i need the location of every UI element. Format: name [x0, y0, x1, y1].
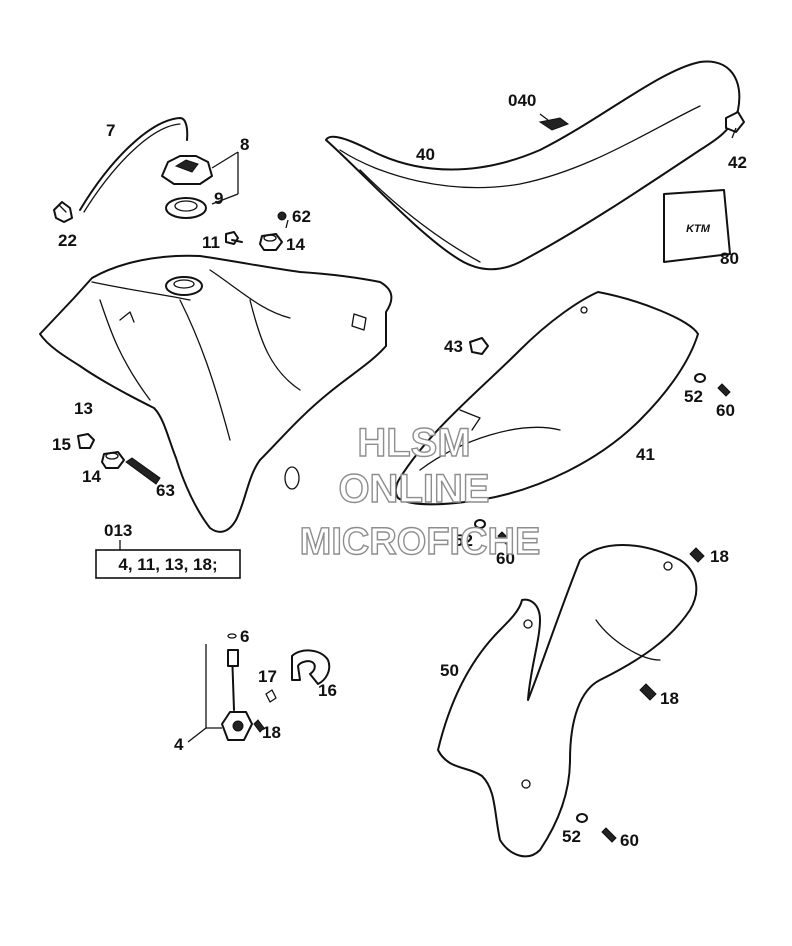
- label-40: 40: [416, 145, 435, 164]
- watermark-line-3: MICROFICHE: [300, 521, 541, 563]
- label-52-a: 52: [684, 387, 703, 406]
- washer-52c: [576, 813, 588, 823]
- label-14-top: 14: [286, 235, 305, 254]
- label-4: 4: [174, 735, 184, 754]
- screw-60b: [497, 531, 511, 545]
- part-labels: 7 8 9 22 11 62 14 040 40 42 80 13 43 52 …: [52, 91, 747, 850]
- leader-lines: [187, 113, 737, 743]
- label-16: 16: [318, 681, 337, 700]
- label-7: 7: [106, 121, 115, 140]
- label-8: 8: [240, 135, 249, 154]
- label-040: 040: [508, 91, 536, 110]
- label-15: 15: [52, 435, 71, 454]
- bushing-14-lower: [101, 451, 125, 469]
- seat-40: [325, 60, 745, 271]
- side-panel-50: [437, 544, 698, 858]
- screw-18c: [639, 683, 657, 701]
- washer-6: [227, 633, 237, 639]
- bushing-14-top: [259, 233, 283, 251]
- watermark-line-2: ONLINE: [338, 467, 489, 511]
- label-11: 11: [202, 233, 220, 252]
- label-52-b: 52: [454, 531, 473, 550]
- fuel-hose-7: [79, 117, 189, 213]
- label-80: 80: [720, 249, 739, 268]
- label-60-b: 60: [496, 549, 515, 568]
- screw-60c: [601, 827, 617, 843]
- ktm-decal-80: KTM: [663, 189, 731, 263]
- cap-gasket-9: [165, 197, 207, 219]
- kit-013: 4, 11, 13, 18;: [95, 540, 241, 579]
- bolt-63: [125, 457, 161, 485]
- side-cover-41: [394, 291, 699, 506]
- label-18-c: 18: [660, 689, 679, 708]
- screw-18a: [689, 547, 705, 563]
- label-60-c: 60: [620, 831, 639, 850]
- label-6: 6: [240, 627, 249, 646]
- label-60-a: 60: [716, 401, 735, 420]
- label-50: 50: [440, 661, 459, 680]
- hose-16: [291, 649, 331, 685]
- label-18-b: 18: [262, 723, 281, 742]
- label-14-lower: 14: [82, 467, 101, 486]
- label-9: 9: [214, 189, 223, 208]
- clamp-17: [265, 689, 277, 703]
- fuel-tap-4: [221, 649, 253, 741]
- label-52-c: 52: [562, 827, 581, 846]
- label-41: 41: [636, 445, 655, 464]
- kit-013-contents: 4, 11, 13, 18;: [118, 555, 217, 574]
- screw-18b: [253, 719, 265, 733]
- screw-62: [277, 211, 287, 221]
- vent-elbow-22: [53, 201, 73, 223]
- watermark-line-1: HLSM: [357, 421, 470, 465]
- washer-52b: [474, 519, 486, 529]
- grommet-43: [469, 337, 489, 355]
- screw-15: [77, 433, 95, 449]
- label-13: 13: [74, 399, 93, 418]
- fuel-tank-13: [39, 254, 393, 533]
- watermark: HLSM ONLINE MICROFICHE: [299, 420, 541, 563]
- label-17: 17: [258, 667, 277, 686]
- ktm-logo-text: KTM: [686, 223, 711, 235]
- label-43: 43: [444, 337, 463, 356]
- screw-11: [225, 231, 243, 245]
- screw-60a: [717, 383, 731, 397]
- label-22: 22: [58, 231, 77, 250]
- label-62: 62: [292, 207, 311, 226]
- label-013: 013: [104, 521, 132, 540]
- label-18-a: 18: [710, 547, 729, 566]
- washer-52a: [694, 373, 706, 383]
- fuel-cap-8: [161, 155, 213, 185]
- label-63: 63: [156, 481, 175, 500]
- label-42: 42: [728, 153, 747, 172]
